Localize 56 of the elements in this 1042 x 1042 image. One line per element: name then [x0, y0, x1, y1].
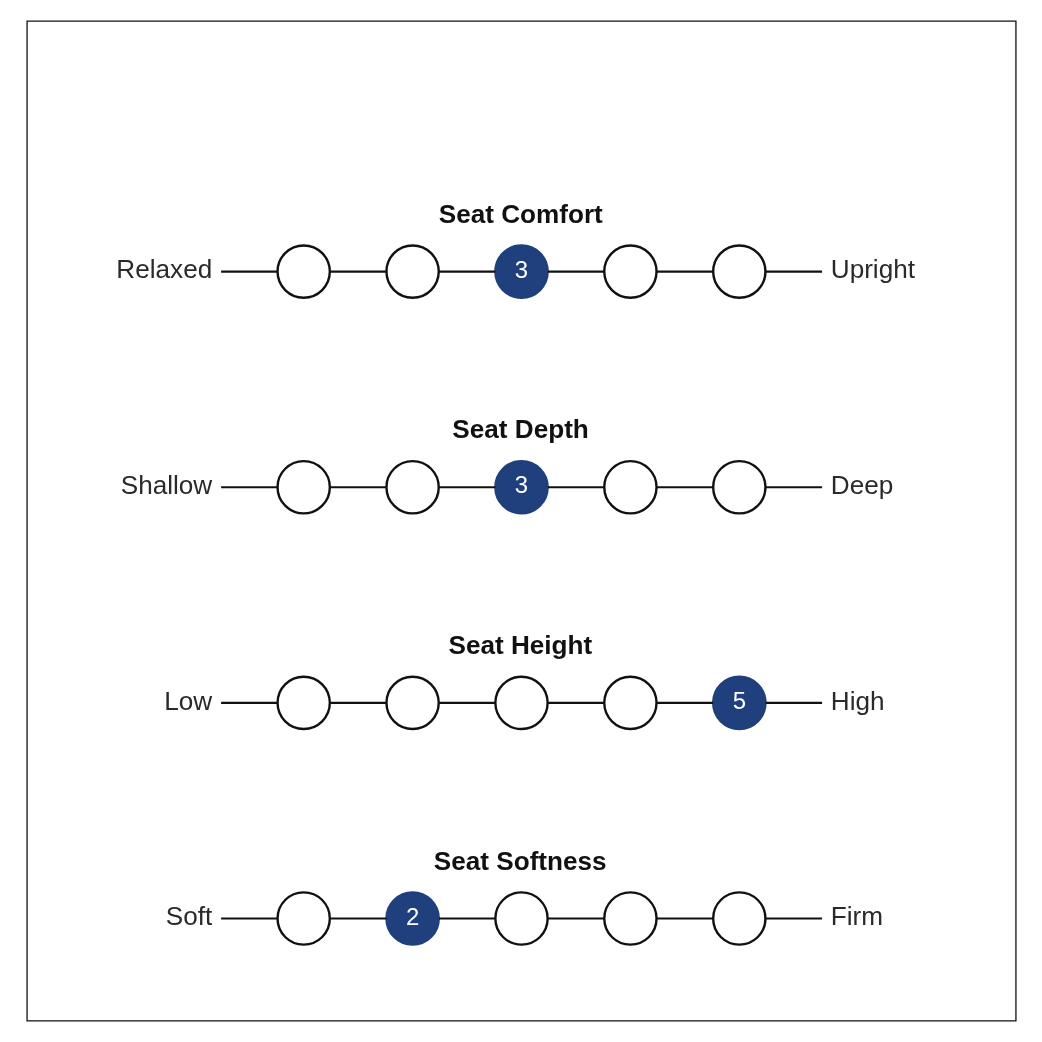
- connector: [656, 270, 713, 273]
- node-circle: [384, 244, 440, 299]
- connector: [329, 917, 386, 920]
- node-circle: [602, 459, 658, 515]
- connector: [438, 270, 495, 273]
- node-text: Shallow: [120, 469, 212, 500]
- connector: [438, 701, 495, 704]
- connector: [220, 486, 277, 489]
- connector: [656, 701, 713, 704]
- node-text: Relaxed: [115, 254, 212, 285]
- node-circle: 5: [711, 675, 767, 731]
- node-text: Deep: [830, 469, 893, 500]
- label: Seat Height: [448, 630, 592, 661]
- connector: [765, 701, 822, 704]
- connector: [329, 701, 386, 704]
- node-circle: [384, 675, 440, 731]
- connector: [220, 917, 277, 920]
- connector: [547, 701, 604, 704]
- connector: [329, 486, 386, 489]
- connector: [547, 486, 604, 489]
- node-circle: [493, 675, 549, 731]
- connector: [438, 486, 495, 489]
- node-circle: 2: [384, 891, 440, 946]
- node-text: Low: [163, 685, 212, 716]
- node-circle: [711, 459, 767, 515]
- connector: [547, 917, 604, 920]
- connector: [765, 486, 822, 489]
- connector: [765, 270, 822, 273]
- node-circle: [602, 244, 658, 299]
- node-circle: [493, 891, 549, 946]
- connector: [329, 270, 386, 273]
- label: Seat Softness: [433, 845, 607, 876]
- node-text: Upright: [830, 254, 915, 285]
- node-circle: [275, 891, 331, 946]
- node-circle: [275, 244, 331, 299]
- node-circle: 3: [493, 459, 549, 515]
- node-circle: [602, 891, 658, 946]
- node-circle: 3: [493, 244, 549, 299]
- connector: [765, 917, 822, 920]
- node-text: High: [830, 685, 885, 716]
- label: Seat Comfort: [438, 198, 603, 229]
- connector: [438, 917, 495, 920]
- node-text: Soft: [165, 901, 212, 932]
- node-circle: [275, 459, 331, 515]
- connector: [220, 270, 277, 273]
- node-text: Firm: [830, 901, 883, 932]
- node-circle: [384, 459, 440, 515]
- label: Seat Depth: [451, 414, 589, 445]
- connector: [656, 917, 713, 920]
- node-circle: [711, 244, 767, 299]
- connector: [547, 270, 604, 273]
- node-circle: [711, 891, 767, 946]
- node-circle: [602, 675, 658, 731]
- connector: [656, 486, 713, 489]
- node-circle: [275, 675, 331, 731]
- connector: [220, 701, 277, 704]
